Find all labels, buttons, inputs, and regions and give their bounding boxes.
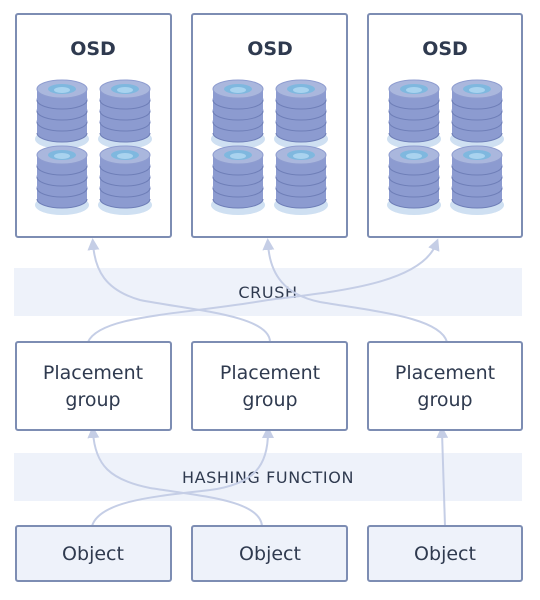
crush-arrow-pg1-to-osd3 — [87, 238, 440, 343]
disk-icon-2-1 — [211, 79, 265, 149]
disk-stack-group-3 — [387, 79, 504, 215]
hashing-band — [14, 453, 522, 501]
hashing-label: HASHING FUNCTION — [182, 468, 354, 487]
object-box-2: Object — [191, 525, 348, 582]
disk-stack-group-1 — [35, 79, 152, 215]
crush-band — [14, 268, 522, 316]
osd-box-2: OSD — [191, 13, 348, 238]
disk-icon-2-4 — [274, 145, 328, 215]
disk-stack-group-2 — [211, 79, 328, 215]
crush-arrow-pg2-to-osd1 — [87, 238, 271, 343]
disk-icon-1-4 — [98, 145, 152, 215]
pg1-line1: Placement — [43, 362, 143, 384]
hash-arrow-obj3-to-pg3 — [436, 426, 449, 527]
placement-group-3: Placement group — [367, 341, 523, 431]
osd-title-1: OSD — [70, 38, 116, 60]
disk-icon-3-2 — [450, 79, 504, 149]
object-label-1: Object — [62, 543, 124, 565]
placement-group-2: Placement group — [191, 341, 348, 431]
disk-icon-2-3 — [211, 145, 265, 215]
object-label-2: Object — [239, 543, 301, 565]
object-label-3: Object — [414, 543, 476, 565]
disk-icon-3-3 — [387, 145, 441, 215]
disk-icon-1-2 — [98, 79, 152, 149]
pg3-line1: Placement — [395, 362, 495, 384]
pg2-line1: Placement — [220, 362, 320, 384]
disk-icon-3-1 — [387, 79, 441, 149]
object-box-3: Object — [367, 525, 523, 582]
disk-icon-3-4 — [450, 145, 504, 215]
hash-arrow-obj2-to-pg1 — [87, 426, 263, 527]
pg2-line2: group — [242, 389, 297, 411]
osd-title-2: OSD — [247, 38, 293, 60]
osd-title-3: OSD — [422, 38, 468, 60]
osd-box-3: OSD — [367, 13, 523, 238]
osd-box-1: OSD — [15, 13, 172, 238]
disk-icon-2-2 — [274, 79, 328, 149]
crush-arrow-pg3-to-osd2 — [262, 238, 448, 343]
object-box-1: Object — [15, 525, 172, 582]
hash-arrow-obj1-to-pg2 — [91, 426, 274, 527]
disk-icon-1-1 — [35, 79, 89, 149]
disk-icon-1-3 — [35, 145, 89, 215]
placement-group-1: Placement group — [15, 341, 172, 431]
pg1-line2: group — [65, 389, 120, 411]
pg3-line2: group — [417, 389, 472, 411]
